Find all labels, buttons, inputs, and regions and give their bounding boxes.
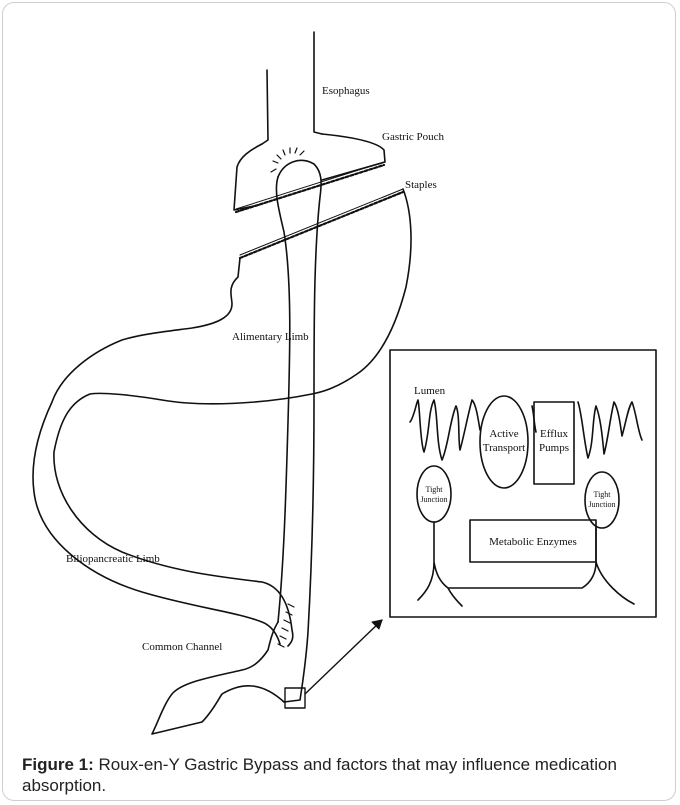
- label-active-transport-2: Transport: [483, 442, 525, 454]
- label-tight-junction-left-1: Tight: [425, 485, 443, 494]
- label-gastric-pouch: Gastric Pouch: [382, 131, 445, 143]
- label-common-channel: Common Channel: [142, 641, 222, 653]
- esophagus-outline: [262, 32, 322, 144]
- label-alimentary-limb: Alimentary Limb: [232, 331, 309, 343]
- label-efflux-pumps-2: Pumps: [539, 442, 569, 454]
- figure-panel: Esophagus Gastric Pouch Staples Alimenta…: [22, 22, 662, 742]
- label-tight-junction-right-1: Tight: [593, 490, 611, 499]
- label-tight-junction-left-2: Junction: [420, 495, 447, 504]
- label-efflux-pumps-1: Efflux: [540, 428, 568, 440]
- caption-text: Roux-en-Y Gastric Bypass and factors tha…: [22, 755, 617, 795]
- figure-caption: Figure 1: Roux-en-Y Gastric Bypass and f…: [22, 754, 658, 796]
- roux-en-y-diagram: Esophagus Gastric Pouch Staples Alimenta…: [22, 22, 662, 742]
- label-metabolic-enzymes: Metabolic Enzymes: [489, 536, 577, 548]
- label-biliopancreatic-limb: Biliopancreatic Limb: [66, 553, 160, 565]
- label-esophagus: Esophagus: [322, 85, 370, 97]
- common-channel-outline: [152, 622, 284, 734]
- label-tight-junction-right-2: Junction: [588, 500, 615, 509]
- label-active-transport-1: Active: [489, 428, 518, 440]
- caption-label: Figure 1:: [22, 755, 94, 774]
- remnant-stomach-outline: [54, 189, 411, 646]
- zoom-arrow: [305, 620, 382, 694]
- pouch-staple-line: [236, 165, 384, 212]
- label-staples: Staples: [405, 179, 437, 191]
- villi-outline: [410, 400, 642, 460]
- label-lumen: Lumen: [414, 385, 446, 397]
- enterocyte-outline: [418, 522, 634, 606]
- tight-junction-left-oval: [417, 466, 451, 522]
